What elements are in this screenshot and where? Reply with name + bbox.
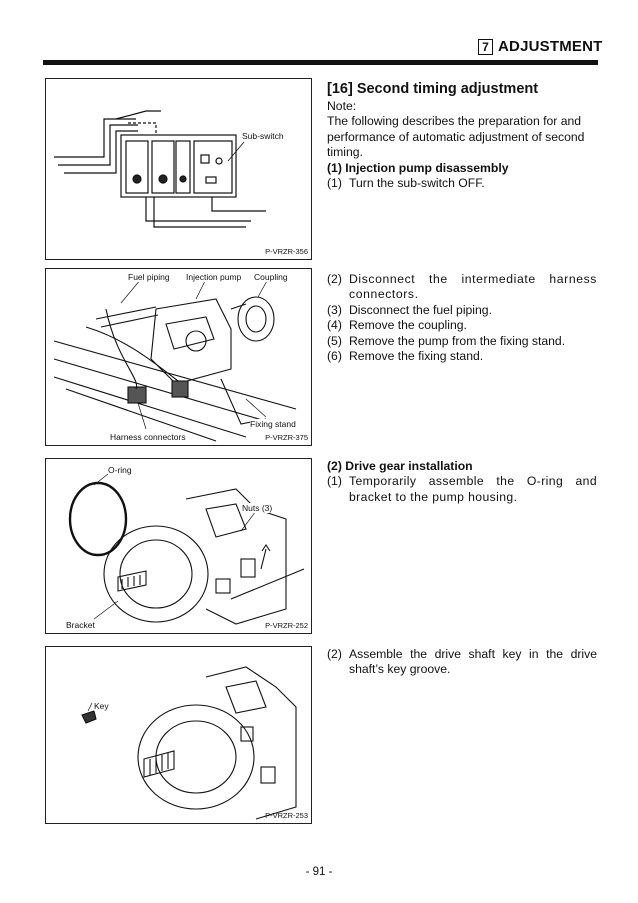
- subsection-title: (2) Drive gear installation: [327, 459, 473, 473]
- figure-code: P-VRZR-375: [265, 433, 308, 442]
- text-block-2: (2) Disconnect the intermediate harness …: [327, 272, 597, 364]
- step-item: (1) Turn the sub-switch OFF.: [327, 176, 597, 191]
- figure-code: P-VRZR-356: [265, 247, 308, 256]
- sub-switch-illustration: [54, 110, 266, 228]
- label-harness-connectors: Harness connectors: [110, 432, 186, 442]
- label-nuts: Nuts (3): [242, 503, 273, 513]
- section-number-box: 7: [478, 39, 493, 55]
- label-fuel-piping: Fuel piping: [128, 272, 170, 282]
- step-number: (5): [327, 333, 342, 348]
- step-item: (5) Remove the pump from the fixing stan…: [327, 334, 597, 349]
- step-text: Disconnect the fuel piping.: [349, 302, 492, 317]
- figure-pump-on-stand: Fuel piping Injection pump Coupling Fixi…: [45, 268, 312, 446]
- figure-code: P-VRZR-253: [265, 811, 308, 820]
- step-number: (3): [327, 302, 342, 317]
- o-ring-illustration: [68, 473, 305, 625]
- step-text: Remove the coupling.: [349, 318, 467, 333]
- procedure-title: [16] Second timing adjustment: [327, 81, 539, 97]
- step-text: Assemble the drive shaft key in the driv…: [349, 647, 597, 677]
- step-item: (2) Assemble the drive shaft key in the …: [327, 647, 597, 678]
- label-sub-switch: Sub-switch: [242, 131, 284, 141]
- text-block-4: (2) Assemble the drive shaft key in the …: [327, 647, 597, 678]
- header-rule: [43, 60, 598, 65]
- label-key: Key: [94, 701, 109, 711]
- step-item: (3) Disconnect the fuel piping.: [327, 303, 597, 318]
- step-text: Remove the pump from the fixing stand.: [349, 333, 566, 348]
- note-label: Note:: [327, 99, 357, 113]
- label-bracket: Bracket: [66, 620, 95, 630]
- step-item: (4) Remove the coupling.: [327, 318, 597, 333]
- figure-o-ring-bracket: O-ring Nuts (3) Bracket P-VRZR-252: [45, 458, 312, 634]
- step-number: (2): [327, 647, 342, 661]
- step-number: (2): [327, 272, 342, 286]
- text-block-1: [16] Second timing adjustment Note: The …: [327, 80, 597, 191]
- section-title: ADJUSTMENT: [498, 38, 603, 55]
- label-coupling: Coupling: [254, 272, 288, 282]
- label-o-ring: O-ring: [108, 465, 132, 475]
- step-text: Disconnect the intermediate harness conn…: [349, 272, 597, 302]
- subsection-title: (1) Injection pump disassembly: [327, 160, 509, 175]
- drive-shaft-key-illustration: [81, 666, 297, 820]
- step-text: Remove the fixing stand.: [349, 349, 484, 364]
- step-text: Temporarily assemble the O-ring and brac…: [349, 474, 597, 504]
- label-fixing-stand: Fixing stand: [250, 419, 296, 429]
- text-block-3: (2) Drive gear installation (1) Temporar…: [327, 459, 597, 505]
- step-number: (6): [327, 349, 342, 364]
- step-text: Turn the sub-switch OFF.: [349, 176, 485, 191]
- figure-drive-shaft-key: Key P-VRZR-253: [45, 646, 312, 824]
- step-number: (1): [327, 474, 342, 489]
- step-number: (4): [327, 318, 342, 333]
- note-text: The following describes the preparation …: [327, 114, 585, 160]
- label-injection-pump: Injection pump: [186, 272, 242, 282]
- section-header: 7 ADJUSTMENT: [478, 38, 602, 58]
- step-number: (1): [327, 176, 342, 191]
- figure-code: P-VRZR-252: [265, 621, 308, 630]
- step-item: (1) Temporarily assemble the O-ring and …: [327, 474, 597, 505]
- step-item: (2) Disconnect the intermediate harness …: [327, 272, 597, 303]
- step-item: (6) Remove the fixing stand.: [327, 349, 597, 364]
- page-number: - 91 -: [305, 866, 333, 878]
- figure-sub-switch: Sub-switch P-VRZR-356: [45, 78, 312, 260]
